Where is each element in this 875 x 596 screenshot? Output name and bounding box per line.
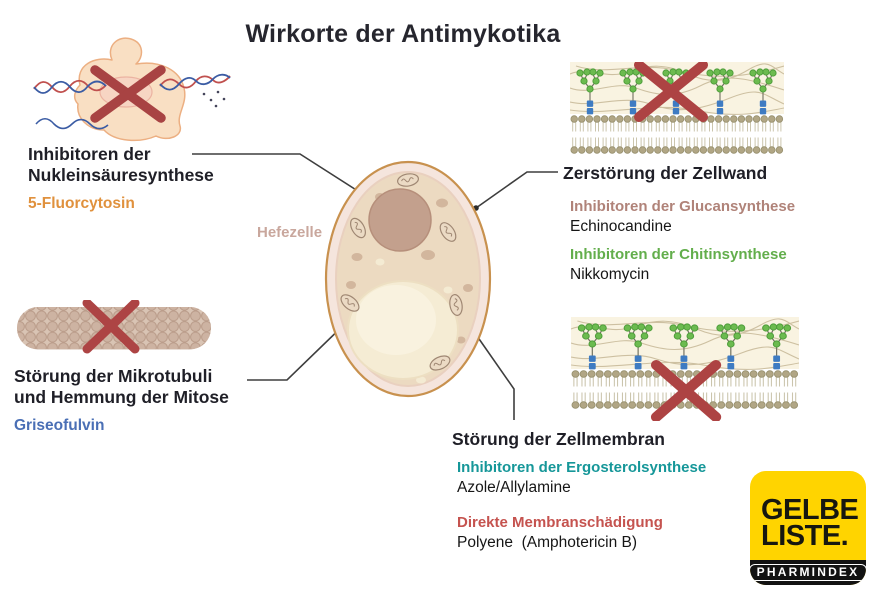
cytoplasm-light-spots: [375, 258, 453, 384]
blocked-cross-icon: [650, 360, 722, 421]
cell-wall-list: Inhibitoren der Glucansynthese Echinocan…: [570, 197, 795, 285]
nucleus: [368, 188, 432, 252]
cell-wall-heading: Zerstörung der Zellwand: [563, 163, 768, 183]
drug-label: Polyene (Amphotericin B): [457, 534, 638, 551]
yeast-cell-illustration: [324, 160, 492, 398]
page-title: Wirkorte der Antimykotika: [245, 20, 561, 48]
nucleotide-dots: [202, 90, 226, 108]
gelbe-liste-logo: GELBE LISTE. PHARMINDEX: [750, 471, 866, 585]
mechanism-label: Inhibitoren der Ergosterolsynthese: [457, 459, 707, 476]
dna-strand-right: [159, 73, 231, 91]
microtubule-drug: Griseofulvin: [14, 417, 105, 434]
cell-membrane-list: Inhibitoren der Ergosterolsynthese Azole…: [457, 458, 706, 553]
blocked-cross-icon: [82, 300, 140, 354]
nucleic-acid-synthesis-illustration: [33, 37, 231, 142]
nucleic-drug: 5-Fluorcytosin: [28, 195, 135, 212]
drug-label: Nikkomycin: [570, 266, 650, 283]
microtubule-illustration: [17, 300, 211, 354]
cell-wall-illustration: [570, 62, 784, 154]
blocked-cross-icon: [634, 62, 708, 122]
logo-wordmark: GELBE LISTE.: [761, 494, 859, 552]
section-microtubule: Störung der Mikrotubuli und Hemmung der …: [14, 366, 229, 435]
section-nucleic-acid: Inhibitoren der Nukleinsäuresynthese 5-F…: [28, 144, 214, 213]
cell-membrane-illustration: [571, 317, 799, 421]
nucleic-heading: Inhibitoren der Nukleinsäuresynthese: [28, 144, 214, 185]
dna-strand-left: [33, 79, 107, 94]
drug-label: Azole/Allylamine: [457, 479, 571, 496]
logo-subtitle-bar: PHARMINDEX: [750, 560, 866, 585]
blocked-cross-icon: [90, 65, 166, 123]
cell-label: Hefezelle: [257, 224, 323, 241]
vacuole-highlight: [356, 285, 436, 355]
mechanism-label: Direkte Membranschädigung: [457, 514, 663, 531]
microtubule-heading: Störung der Mikrotubuli und Hemmung der …: [14, 366, 229, 407]
mechanism-label: Inhibitoren der Glucansynthese: [570, 198, 796, 215]
logo-subtitle: PHARMINDEX: [750, 564, 866, 581]
mechanism-label: Inhibitoren der Chitinsynthese: [570, 246, 787, 263]
drug-label: Echinocandine: [570, 218, 672, 235]
cell-membrane-heading: Störung der Zellmembran: [452, 429, 665, 449]
rna-strand: [35, 117, 109, 130]
